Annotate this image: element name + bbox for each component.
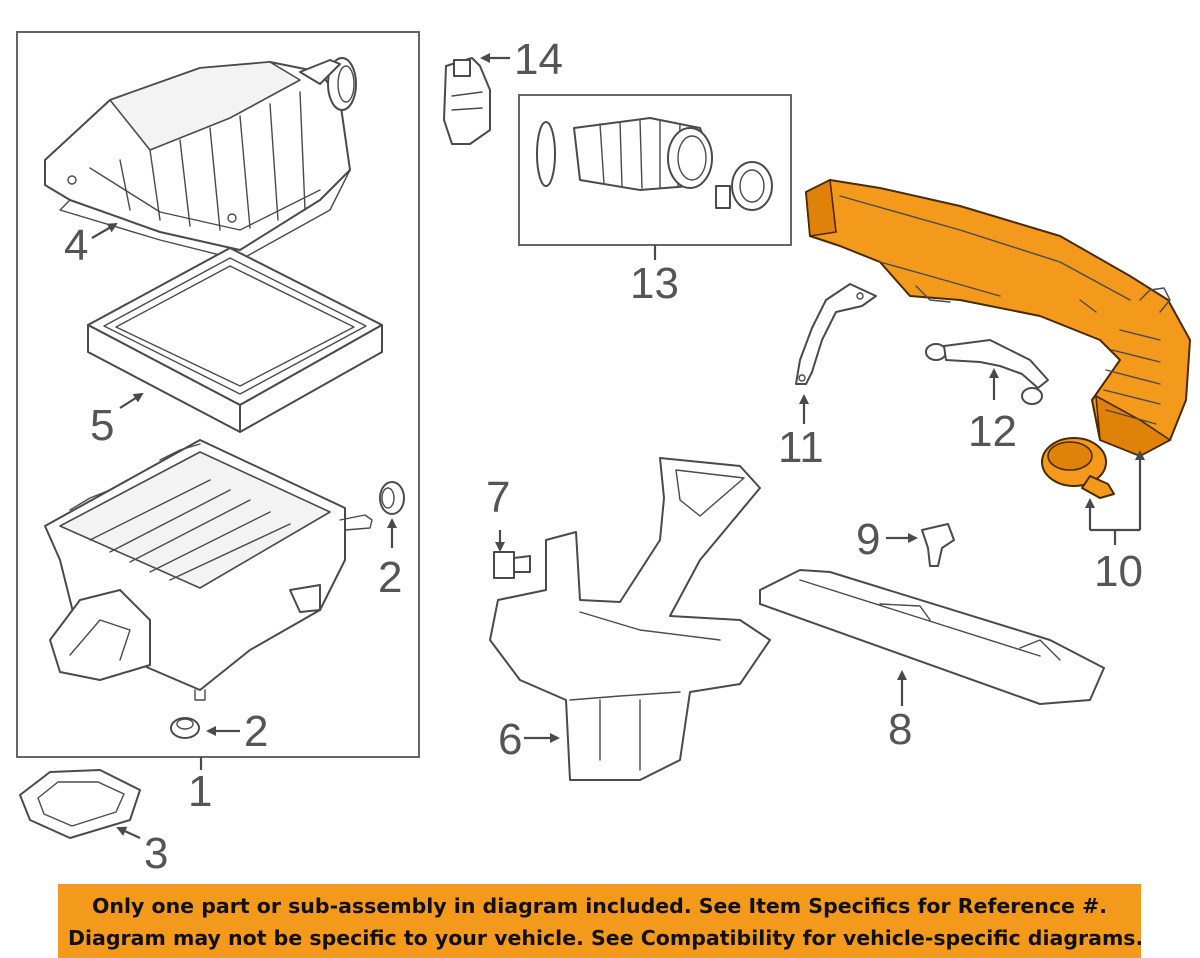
callout-14: 14 (514, 35, 563, 84)
part-4-air-cleaner-cover (44, 57, 357, 261)
part-1-air-cleaner-lower-housing (44, 439, 373, 701)
disclaimer-line-1: Only one part or sub-assembly in diagram… (91, 894, 1108, 918)
part-10-air-intake-duct-highlighted (805, 178, 1191, 457)
leader-3 (116, 826, 141, 840)
callout-9: 9 (856, 515, 880, 564)
callout-2-upper: 2 (378, 553, 402, 602)
part-9-push-pin (921, 523, 955, 567)
exploded-parts-diagram: 4 5 1 2 2 3 (16, 31, 1191, 878)
part-7-bolt (493, 551, 531, 579)
part-11-bracket (795, 283, 877, 385)
callout-3: 3 (144, 829, 168, 878)
callout-8: 8 (888, 705, 912, 754)
disclaimer-banner: Only one part or sub-assembly in diagram… (58, 884, 1141, 958)
part-2-grommet-lower (170, 717, 200, 739)
part-10-clamp (1041, 437, 1115, 499)
leader-5 (119, 392, 144, 409)
callout-13: 13 (630, 259, 679, 308)
disclaimer-line-2: Diagram may not be specific to your vehi… (68, 926, 1141, 950)
callout-4: 4 (64, 221, 88, 270)
part-3-seal (19, 769, 141, 839)
callout-2-lower: 2 (244, 707, 268, 756)
callout-10: 10 (1094, 547, 1143, 596)
callout-6: 6 (498, 715, 522, 764)
leader-4 (91, 222, 118, 239)
part-5-air-filter (87, 247, 383, 433)
callout-7: 7 (486, 473, 510, 522)
part-8-deflector (759, 569, 1105, 705)
part-13-duct-kit (536, 117, 773, 211)
callout-12: 12 (968, 407, 1017, 456)
part-14-sensor (443, 57, 491, 145)
callout-1: 1 (188, 767, 212, 816)
callout-11: 11 (778, 423, 824, 472)
part-12-vent-hose (925, 339, 1049, 405)
air-cleaner-assembly-frame (16, 31, 420, 758)
part-6-air-inlet-duct (489, 457, 771, 781)
callout-5: 5 (90, 401, 114, 450)
part-2-grommet-upper (379, 481, 405, 515)
